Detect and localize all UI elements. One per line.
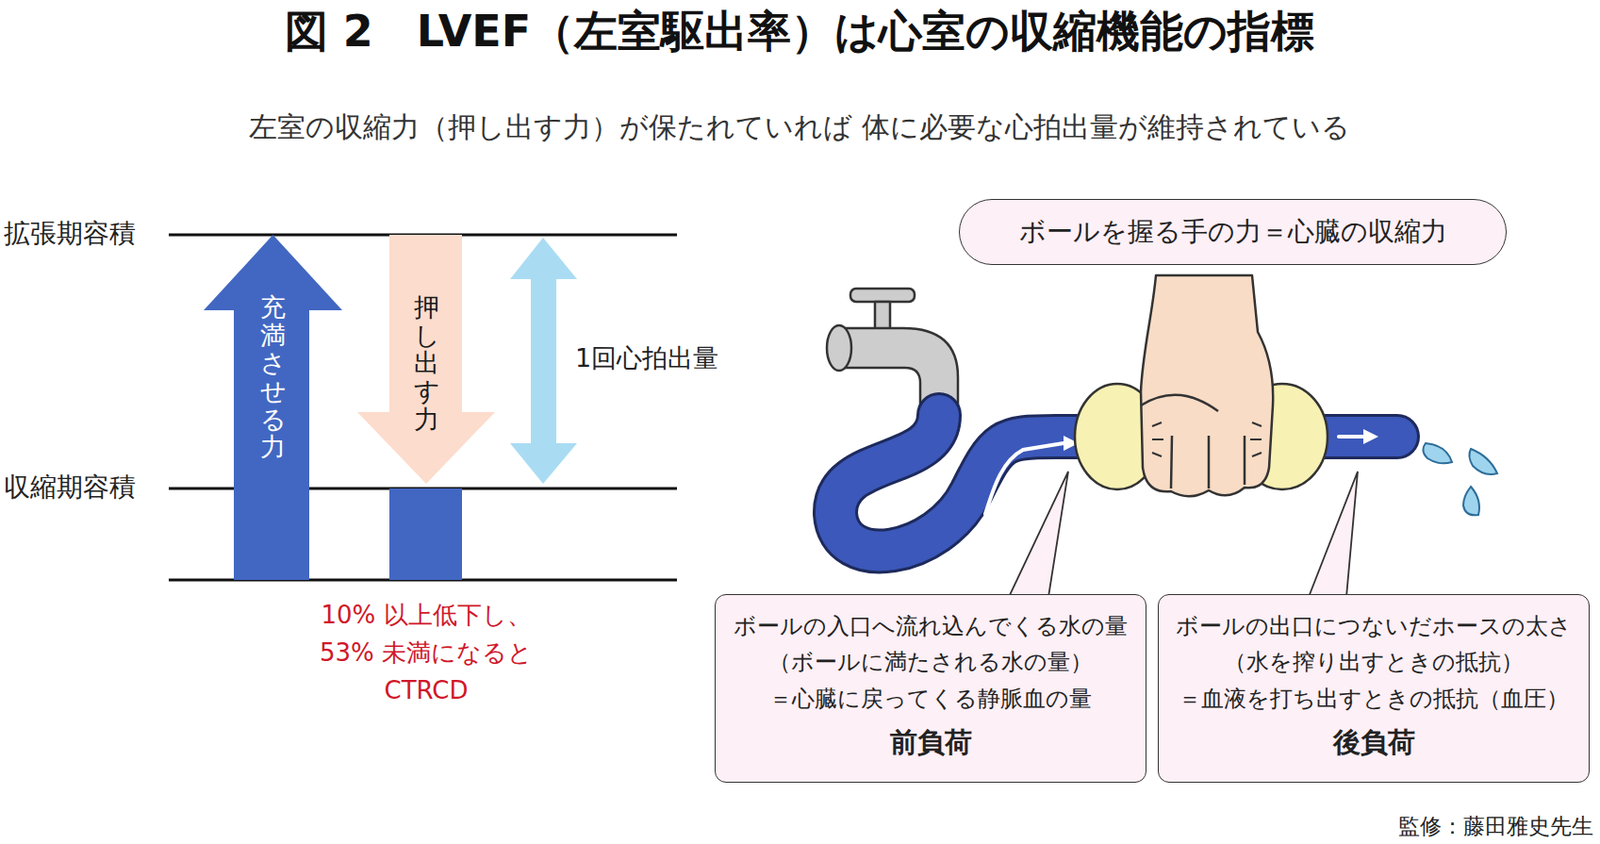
warning-note: 53% 未満になると [319,638,533,668]
callout-tail [1008,471,1358,597]
callout-heading: 前負荷 [890,720,973,764]
fill-arrow: 充満させる力 [203,234,343,580]
box-text: （水を搾り出すときの抵抗） [1223,643,1524,680]
squeeze-marks [1152,422,1262,457]
eject-arrow: 押し出す力 [357,234,495,484]
box-text: ＝心臓に戻ってくる静脈血の量 [769,680,1092,717]
subtitle: 左室の収縮力（押し出す力）が保たれていれば 体に必要な心拍出量が維持されている [248,110,1351,145]
warning-note: CTRCD [384,676,469,706]
box-text: （ボールに満たされる水の量） [768,643,1093,680]
box-text: ボールの出口につないだホースの太さ [1175,608,1572,644]
residual-bar [389,488,462,580]
title: 図 2 LVEF（左室駆出率）は心室の収縮機能の指標 [284,5,1315,58]
callout-heading: 後負荷 [1333,720,1416,764]
axis-label: 拡張期容積 [3,217,136,250]
callout-box: ボールの入口へ流れ込んでくる水の量（ボールに満たされる水の量）＝心臓に戻ってくる… [714,593,1147,783]
box-text: ボールの入口へ流れ込んでくる水の量 [733,608,1128,644]
volume-lines [168,234,677,580]
supervisor-note: 監修：藤田雅史先生 [1398,813,1594,841]
water-drop [1422,443,1498,515]
arrow-text: 押し出す力 [413,293,440,433]
callout-box: ボールの出口につないだホースの太さ（水を搾り出すときの抵抗）＝血液を打ち出すとき… [1157,593,1590,783]
warning-note: 10% 以上低下し、 [320,600,531,630]
arrow-outline [357,234,495,484]
arrow-text: 充満させる力 [260,293,286,462]
axis-label: 収縮期容積 [3,471,136,504]
stroke-volume-label: 1回心拍出量 [575,343,719,374]
pill-label: ボールを握る手の力＝心臓の収縮力 [958,198,1507,265]
box-text: ボールを握る手の力＝心臓の収縮力 [1019,211,1448,254]
hand [1140,275,1273,496]
arrow-outline [203,234,343,580]
box-text: ＝血液を打ち出すときの抵抗（血圧） [1178,680,1569,717]
double-arrow [510,237,578,484]
